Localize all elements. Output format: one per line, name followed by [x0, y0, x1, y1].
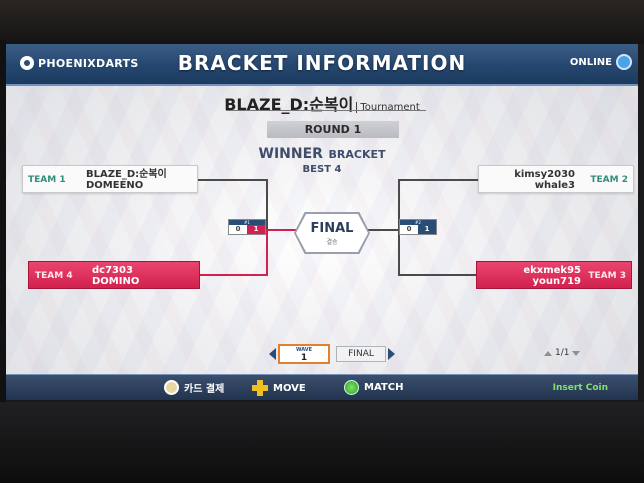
score-header: #1 [229, 220, 265, 225]
arrow-right-icon[interactable] [388, 348, 395, 360]
monitor-bezel-left [0, 40, 6, 405]
page-down-icon[interactable] [572, 350, 581, 356]
team-label: TEAM 2 [590, 175, 628, 185]
move-label: MOVE [273, 382, 306, 394]
best-of-label: BEST 4 [302, 164, 342, 175]
round-label: ROUND 1 [267, 121, 399, 138]
bracket-line-winner [266, 229, 268, 276]
bracket-word: BRACKET [328, 148, 386, 161]
team-2-card: TEAM 2 kimsy2030 whale3 [478, 165, 634, 193]
footer-controls: 카드 결제 MOVE MATCH Insert Coin [6, 374, 638, 400]
player-name: dc7303 [92, 265, 133, 276]
monitor-bezel-top [0, 0, 644, 44]
card-payment-label: 카드 결제 [184, 384, 225, 395]
final-badge: FINAL 결승 [296, 214, 368, 252]
tournament-type: Tournament [356, 102, 420, 113]
bracket-line [198, 179, 268, 181]
bracket-line [266, 179, 268, 229]
player-name: BLAZE_D:순복이 [86, 169, 167, 180]
score-header: #2 [400, 220, 436, 225]
card-icon [164, 380, 179, 395]
player-name: kimsy2030 [514, 169, 575, 180]
tab-final[interactable]: FINAL [336, 346, 386, 362]
game-screen: PHOENIXDARTS BRACKET INFORMATION ONLINE … [6, 44, 638, 400]
logo-text: PHOENIXDARTS [38, 56, 139, 70]
player-name: ekxmek95 [523, 265, 581, 276]
team-1-card: TEAM 1 BLAZE_D:순복이 DOMEENO [22, 165, 198, 193]
page-indicator: 1/1 [544, 348, 581, 358]
move-control[interactable]: MOVE [252, 380, 306, 396]
dpad-icon [252, 380, 268, 396]
phoenixdarts-logo: PHOENIXDARTS [20, 56, 139, 70]
match-button-icon [344, 380, 359, 395]
score-value: 0 [235, 225, 241, 233]
player-name: whale3 [534, 180, 575, 191]
wave-label: WAVE [295, 347, 313, 353]
bracket-line [398, 229, 400, 276]
final-subtitle: 결승 [326, 239, 338, 246]
bracket-line [368, 229, 400, 231]
phoenix-logo-icon [20, 56, 34, 70]
tournament-name: BLAZE_D:순복이 [224, 95, 354, 114]
header-bar: PHOENIXDARTS BRACKET INFORMATION ONLINE [6, 44, 638, 86]
bracket-line [400, 179, 478, 181]
match-1-score: #1 0 1 [228, 219, 266, 235]
bracket-type: WINNER [258, 146, 323, 162]
match-control[interactable]: MATCH [344, 380, 403, 395]
player-name: youn719 [532, 276, 581, 287]
score-value: 1 [418, 225, 436, 234]
team-players: BLAZE_D:순복이 DOMEENO [86, 169, 167, 191]
team-label: TEAM 3 [588, 271, 626, 281]
page-up-icon[interactable] [544, 350, 552, 356]
card-payment-control[interactable]: 카드 결제 [164, 380, 224, 395]
monitor-bezel-bottom [0, 402, 644, 483]
tab-wave-1[interactable]: WAVE 1 [278, 344, 330, 364]
final-title: FINAL [310, 221, 354, 236]
team-players: dc7303 DOMINO [92, 265, 139, 287]
score-value: 1 [247, 225, 265, 234]
score-value: 0 [406, 225, 412, 233]
bracket-label: WINNER BRACKET [6, 143, 638, 162]
team-3-card: TEAM 3 ekxmek95 youn719 [476, 261, 632, 289]
team-players: ekxmek95 youn719 [523, 265, 581, 287]
wave-number: 1 [300, 353, 308, 363]
player-name: DOMEENO [86, 180, 144, 191]
globe-icon [616, 54, 632, 70]
title-underline [226, 110, 426, 111]
bracket-line [398, 179, 400, 229]
team-label: TEAM 1 [28, 175, 66, 185]
online-label: ONLINE [569, 56, 612, 68]
team-4-card: TEAM 4 dc7303 DOMINO [28, 261, 200, 289]
bracket-line [398, 274, 476, 276]
insert-coin-text: Insert Coin [552, 383, 608, 393]
team-players: kimsy2030 whale3 [514, 169, 575, 191]
wave-navigation: WAVE 1 FINAL 1/1 [6, 344, 638, 364]
bracket-line-winner [200, 274, 268, 276]
online-status: ONLINE [570, 54, 632, 70]
arrow-left-icon[interactable] [269, 348, 276, 360]
match-2-score: #2 0 1 [399, 219, 437, 235]
page-title: BRACKET INFORMATION [177, 51, 467, 75]
team-label: TEAM 4 [35, 271, 73, 281]
match-label: MATCH [364, 382, 404, 393]
player-name: DOMINO [92, 276, 140, 287]
page-number: 1/1 [555, 348, 570, 358]
bracket-line-winner [266, 229, 296, 231]
